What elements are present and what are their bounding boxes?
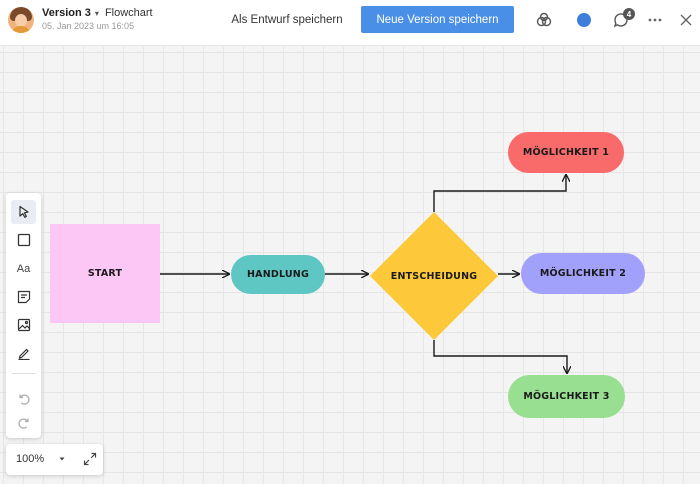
connector-decision-option3[interactable]	[433, 340, 567, 373]
fullscreen-icon[interactable]	[82, 451, 98, 467]
node-option-2[interactable]: MÖGLICHKEIT 2	[521, 253, 645, 294]
more-options-icon[interactable]	[645, 10, 665, 30]
connector-decision-option1[interactable]	[433, 175, 566, 212]
avatar-body	[12, 26, 30, 33]
color-picker-icon[interactable]	[574, 10, 594, 30]
node-action[interactable]: HANDLUNG	[231, 255, 325, 294]
toolbar-divider	[12, 373, 35, 374]
sticky-note-tool-button[interactable]	[11, 285, 36, 309]
shape-tool-button[interactable]	[11, 228, 36, 252]
node-start-label: START	[87, 268, 123, 279]
pen-tool-button[interactable]	[11, 341, 36, 365]
node-decision-label: ENTSCHEIDUNG	[390, 270, 478, 282]
square-icon	[17, 233, 30, 247]
image-icon	[17, 318, 30, 332]
collaborators-icon[interactable]	[534, 10, 554, 30]
comment-count-badge: 4	[623, 8, 635, 20]
redo-icon	[17, 418, 29, 429]
select-tool-button[interactable]	[11, 200, 36, 224]
chevron-down-icon: ▾	[94, 8, 99, 18]
cursor-icon	[18, 205, 29, 218]
sticky-note-icon	[17, 290, 30, 304]
top-bar: Version 3 ▾ Flowchart 05. Jan 2023 um 16…	[0, 0, 700, 46]
node-start[interactable]: START	[50, 224, 160, 323]
version-selector[interactable]: Version 3 ▾ Flowchart	[42, 7, 153, 19]
zoom-dropdown-caret-icon[interactable]	[58, 455, 66, 463]
text-icon: Aa	[16, 263, 31, 275]
avatar[interactable]	[8, 7, 34, 33]
node-decision[interactable]: ENTSCHEIDUNG	[370, 212, 498, 340]
text-tool-button[interactable]: Aa	[11, 257, 36, 281]
node-option-3-label: MÖGLICHKEIT 3	[523, 391, 610, 402]
undo-button[interactable]	[11, 387, 36, 411]
save-draft-button[interactable]: Als Entwurf speichern	[231, 13, 343, 26]
redo-button[interactable]	[11, 411, 36, 435]
comments-icon[interactable]: 4	[611, 8, 635, 30]
node-option-3[interactable]: MÖGLICHKEIT 3	[508, 375, 625, 418]
version-label: Version 3	[42, 7, 91, 19]
zoom-level[interactable]: 100%	[16, 453, 45, 465]
image-tool-button[interactable]	[11, 313, 36, 337]
document-type: Flowchart	[104, 7, 153, 19]
tool-palette: Aa	[6, 193, 41, 438]
node-action-label: HANDLUNG	[247, 269, 309, 280]
node-option-2-label: MÖGLICHKEIT 2	[539, 268, 627, 279]
decision-diamond-shape	[370, 212, 498, 340]
node-option-1-label: MÖGLICHKEIT 1	[522, 147, 610, 158]
close-icon[interactable]	[676, 10, 696, 30]
node-option-1[interactable]: MÖGLICHKEIT 1	[508, 132, 624, 173]
zoom-control: 100%	[6, 444, 103, 475]
avatar-face	[15, 14, 27, 27]
save-new-version-button[interactable]: Neue Version speichern	[361, 6, 514, 33]
version-timestamp: 05. Jan 2023 um 16:05	[42, 21, 135, 31]
undo-icon	[18, 394, 30, 405]
pen-icon	[18, 348, 29, 360]
